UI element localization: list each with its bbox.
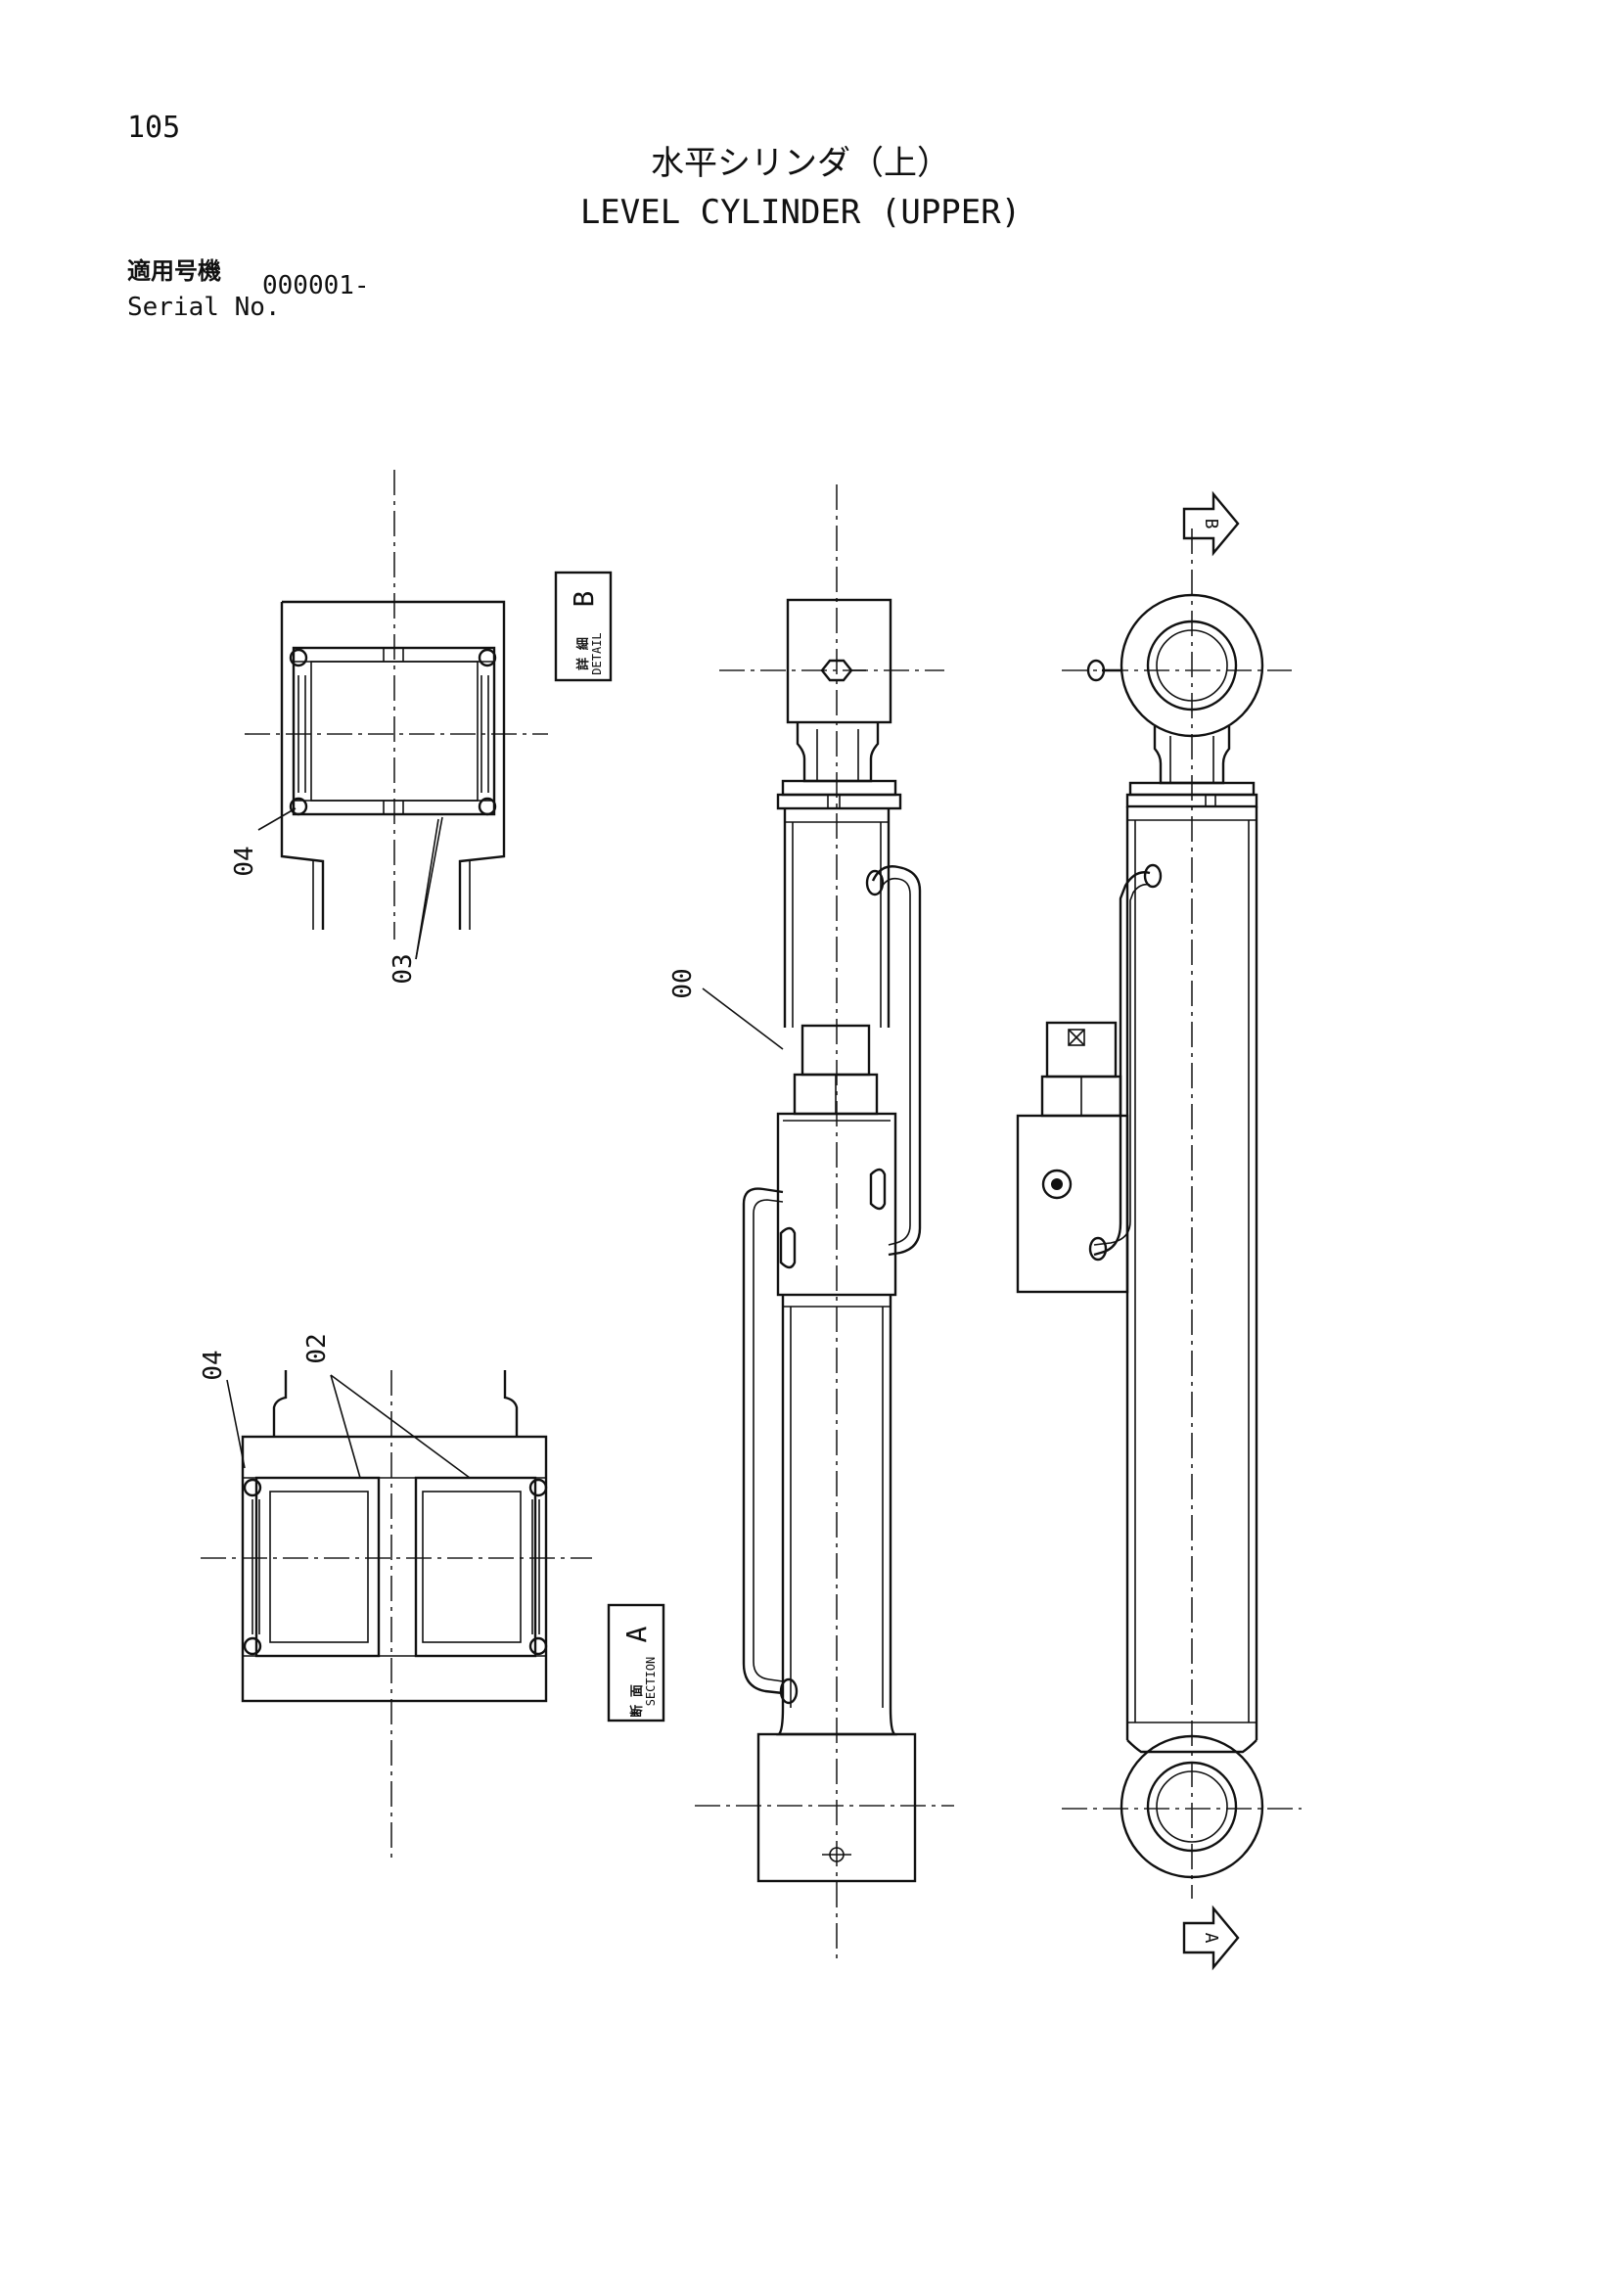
view-arrow-b — [1182, 490, 1240, 557]
detail-tag-letter: B — [568, 591, 600, 608]
callout-00: 00 — [668, 968, 698, 998]
callout-02: 02 — [302, 1333, 332, 1363]
view-arrow-a-letter: A — [1201, 1933, 1221, 1944]
section-a-view: 04 02 断 面 SECTION A — [199, 1333, 665, 1860]
detail-b-view: 04 03 詳 細 DETAIL B — [230, 470, 613, 985]
view-arrow-b-letter: B — [1201, 519, 1221, 529]
serial-number-value: 000001- — [262, 271, 370, 300]
serial-label-japanese: 適用号機 — [127, 257, 221, 285]
title-english: LEVEL CYLINDER (UPPER) — [580, 193, 1021, 232]
callout-03: 03 — [389, 953, 418, 984]
section-tag-en: SECTION — [644, 1657, 658, 1707]
section-tag-box — [607, 1603, 665, 1722]
callout-04-detail: 04 — [230, 846, 259, 876]
detail-tag-box — [554, 571, 613, 682]
cylinder-front-view: 00 — [668, 484, 954, 1962]
callout-04-section: 04 — [199, 1350, 228, 1380]
detail-tag-jp: 詳 細 — [575, 637, 591, 670]
view-arrow-a — [1182, 1905, 1240, 1971]
title-japanese: 水平シリンダ（上） — [651, 144, 950, 183]
section-tag-jp: 断 面 — [629, 1684, 645, 1718]
detail-tag-en: DETAIL — [590, 632, 604, 674]
page-number: 105 — [127, 111, 180, 145]
cylinder-side-view: B A — [1016, 490, 1302, 1971]
serial-label-english: Serial No. — [127, 293, 281, 322]
section-tag-letter: A — [620, 1626, 653, 1642]
